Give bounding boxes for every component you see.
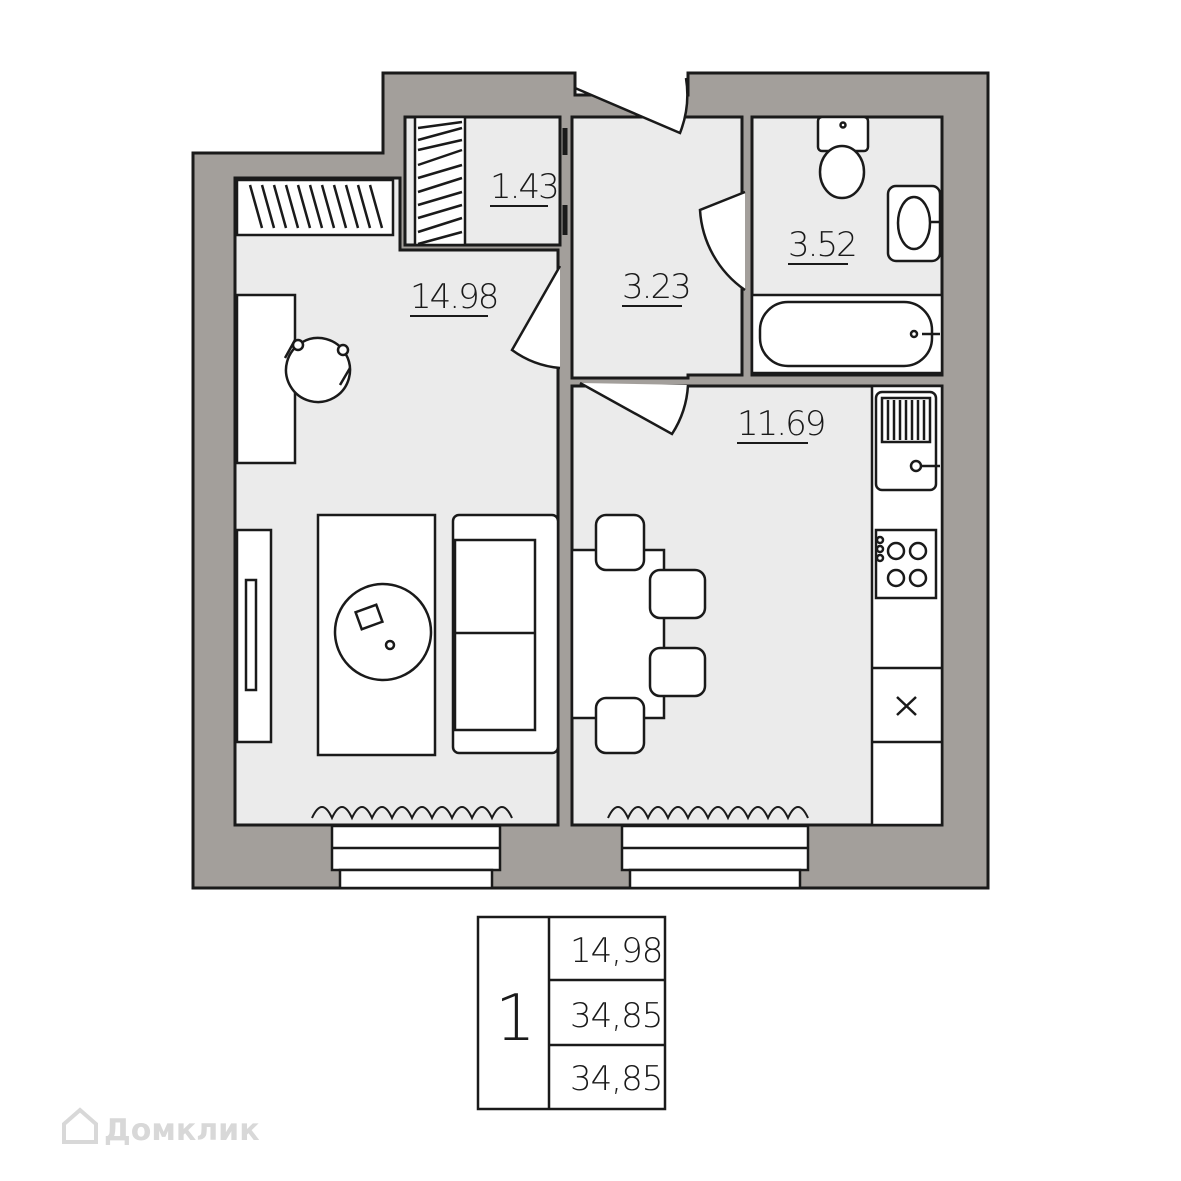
summary-total-area-2: 34,85 xyxy=(570,1059,662,1099)
watermark: Домклик xyxy=(62,1107,260,1148)
doors xyxy=(510,77,746,436)
closet-rack xyxy=(413,115,568,247)
sofa xyxy=(451,513,560,755)
windows xyxy=(330,824,810,890)
house-icon xyxy=(62,1107,98,1144)
summary-living-area: 14,98 xyxy=(570,931,662,971)
tv-stand xyxy=(235,528,273,744)
watermark-text: Домклик xyxy=(104,1113,260,1148)
summary-total-area: 34,85 xyxy=(570,996,662,1036)
room-label-closet: 1.43 xyxy=(490,167,558,207)
summary-rooms-count: 1 xyxy=(495,982,536,1056)
bathroom-door xyxy=(698,190,746,292)
kitchen-door xyxy=(579,381,690,436)
summary-table: 1 14,98 34,85 34,85 xyxy=(476,915,667,1111)
hall-floor xyxy=(570,115,744,380)
rug xyxy=(316,513,437,757)
room-label-living: 14.98 xyxy=(410,277,497,317)
room-door xyxy=(510,265,562,370)
room-label-bathroom: 3.52 xyxy=(788,225,856,265)
bathroom-fixtures xyxy=(750,115,944,375)
room-label-kitchen: 11.69 xyxy=(737,404,824,444)
desk xyxy=(235,293,352,465)
room-label-hall: 3.23 xyxy=(622,267,690,307)
kitchen-counters xyxy=(870,384,944,827)
entrance-door xyxy=(574,77,689,135)
wardrobe xyxy=(235,178,395,237)
room-labels: 14.98 1.43 3.23 3.52 11.69 xyxy=(410,167,858,444)
curtains xyxy=(311,806,809,821)
dining-set xyxy=(570,513,707,755)
